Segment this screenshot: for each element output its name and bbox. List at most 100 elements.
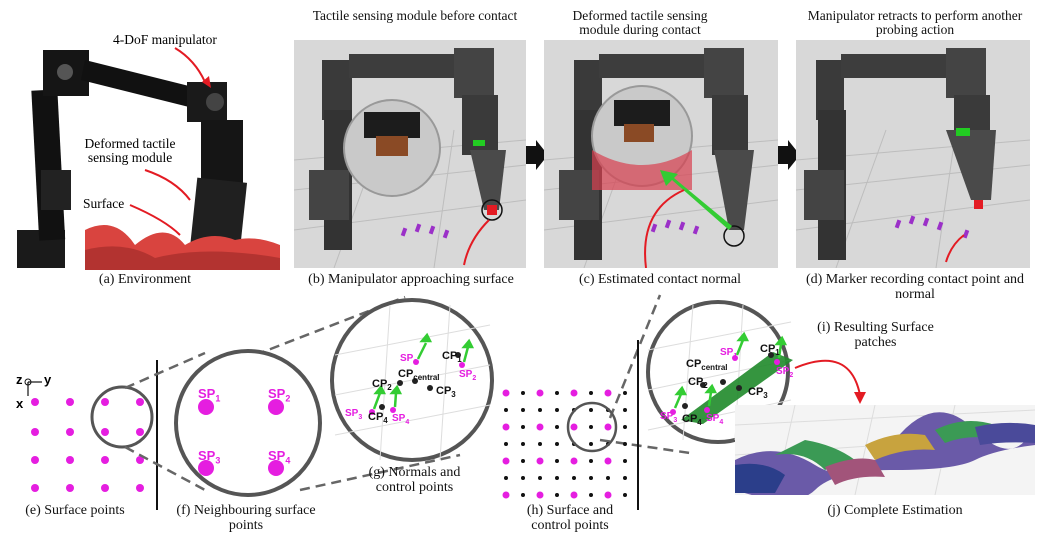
complete-estimation-surface <box>735 405 1035 495</box>
i-sp4-label: SP4 <box>706 413 724 426</box>
control-point <box>521 493 525 497</box>
control-point <box>623 408 627 412</box>
g-sp3-label: SP3 <box>345 408 363 421</box>
sim-scene-c <box>544 40 778 268</box>
g-cp3-label: CP3 <box>436 385 456 400</box>
control-point <box>589 459 593 463</box>
sp4-label: SP4 <box>268 448 291 466</box>
g-cp1-label: CP1 <box>442 350 462 365</box>
surface-point <box>604 457 612 465</box>
sp3-label: SP3 <box>198 448 221 466</box>
callout-manipulator: 4-DoF manipulator <box>113 32 217 47</box>
g-cpcentral-label: CPcentral <box>398 368 440 383</box>
i-sp2-label: SP2 <box>776 366 794 379</box>
surface-point <box>502 423 510 431</box>
sp2-label: SP2 <box>268 386 291 404</box>
control-point <box>623 391 627 395</box>
panel-a-environment-photo: 4-DoF manipulator Deformed tactile sensi… <box>5 30 287 270</box>
control-point <box>589 476 593 480</box>
control-point <box>572 476 576 480</box>
caption-d: (d) Marker recording contact point and n… <box>805 272 1025 302</box>
control-point <box>555 459 559 463</box>
panel-b-sim <box>294 40 526 268</box>
i-cpcentral-label: CPcentral <box>686 358 728 373</box>
surface-point <box>536 491 544 499</box>
divider-right <box>637 340 639 510</box>
axis-label-z: z <box>16 372 23 387</box>
caption-f: (f) Neighbouring surface points <box>176 503 316 533</box>
caption-a: (a) Environment <box>98 272 192 287</box>
caption-e: (e) Surface points <box>25 503 125 518</box>
control-point <box>589 493 593 497</box>
control-point <box>606 476 610 480</box>
caption-i: (i) Resulting Surface patches <box>817 320 934 350</box>
control-point <box>589 442 593 446</box>
surface-point <box>536 457 544 465</box>
g-sp4-label: SP4 <box>392 413 410 426</box>
panel-c-sim <box>544 40 778 268</box>
surface-point <box>536 423 544 431</box>
surface-point <box>604 423 612 431</box>
surface-point <box>570 457 578 465</box>
sp1-label: SP1 <box>198 386 221 404</box>
control-point <box>589 408 593 412</box>
control-point <box>623 493 627 497</box>
patch-to-estimation-arrow <box>794 359 866 404</box>
control-point <box>555 408 559 412</box>
i-cp1-label: CP1 <box>760 343 780 358</box>
axis-label-x: x <box>16 396 24 411</box>
flow-arrow-b-c <box>526 140 548 170</box>
callout-deformed-module: Deformed tactile sensing module <box>84 136 176 165</box>
control-point <box>521 476 525 480</box>
control-point <box>623 425 627 429</box>
i-cp4-label: CP4 <box>682 413 702 428</box>
i-sp3-label: SP3 <box>660 411 678 424</box>
control-point <box>504 442 508 446</box>
g-cp4-label: CP4 <box>368 411 388 426</box>
control-point <box>538 442 542 446</box>
surface-point <box>502 491 510 499</box>
sim-scene-d <box>796 40 1030 268</box>
neighbouring-points-circle <box>174 349 322 497</box>
control-point <box>555 476 559 480</box>
caption-h: (h) Surface and control points <box>526 503 614 533</box>
surface-point <box>604 491 612 499</box>
control-point <box>555 442 559 446</box>
surface-point <box>604 389 612 397</box>
caption-g: (g) Normals and control points <box>368 465 461 495</box>
control-point <box>555 391 559 395</box>
control-point <box>623 476 627 480</box>
control-point <box>589 391 593 395</box>
control-point <box>555 493 559 497</box>
panel-d-sim <box>796 40 1030 268</box>
surface-point <box>502 389 510 397</box>
g-sp1-label: SP1 <box>400 353 418 366</box>
header-c: Deformed tactile sensing module during c… <box>572 8 708 37</box>
surface-control-grid <box>502 389 627 499</box>
panel-a-callout-arrows <box>129 47 211 236</box>
header-b: Tactile sensing module before contact <box>312 8 518 23</box>
surface-point <box>570 389 578 397</box>
surface-point <box>570 491 578 499</box>
control-point <box>521 425 525 429</box>
control-point <box>521 408 525 412</box>
flow-arrow-c-d <box>778 140 800 170</box>
control-point <box>521 459 525 463</box>
sim-scene-b <box>294 40 526 268</box>
control-point <box>504 476 508 480</box>
i-sp1-label: SP1 <box>720 347 738 360</box>
normals-control-circle <box>330 298 494 462</box>
surface-points-grid <box>24 378 154 492</box>
g-cp2-label: CP2 <box>372 378 392 393</box>
caption-j: (j) Complete Estimation <box>827 503 963 518</box>
control-point <box>623 442 627 446</box>
g-sp2-label: SP2 <box>459 369 477 382</box>
control-point <box>521 442 525 446</box>
i-cp3-label: CP3 <box>748 386 768 401</box>
control-point <box>538 408 542 412</box>
surface-point <box>502 457 510 465</box>
divider-left <box>156 360 158 510</box>
control-point <box>555 425 559 429</box>
control-point <box>521 391 525 395</box>
header-d: Manipulator retracts to perform another … <box>807 8 1023 37</box>
